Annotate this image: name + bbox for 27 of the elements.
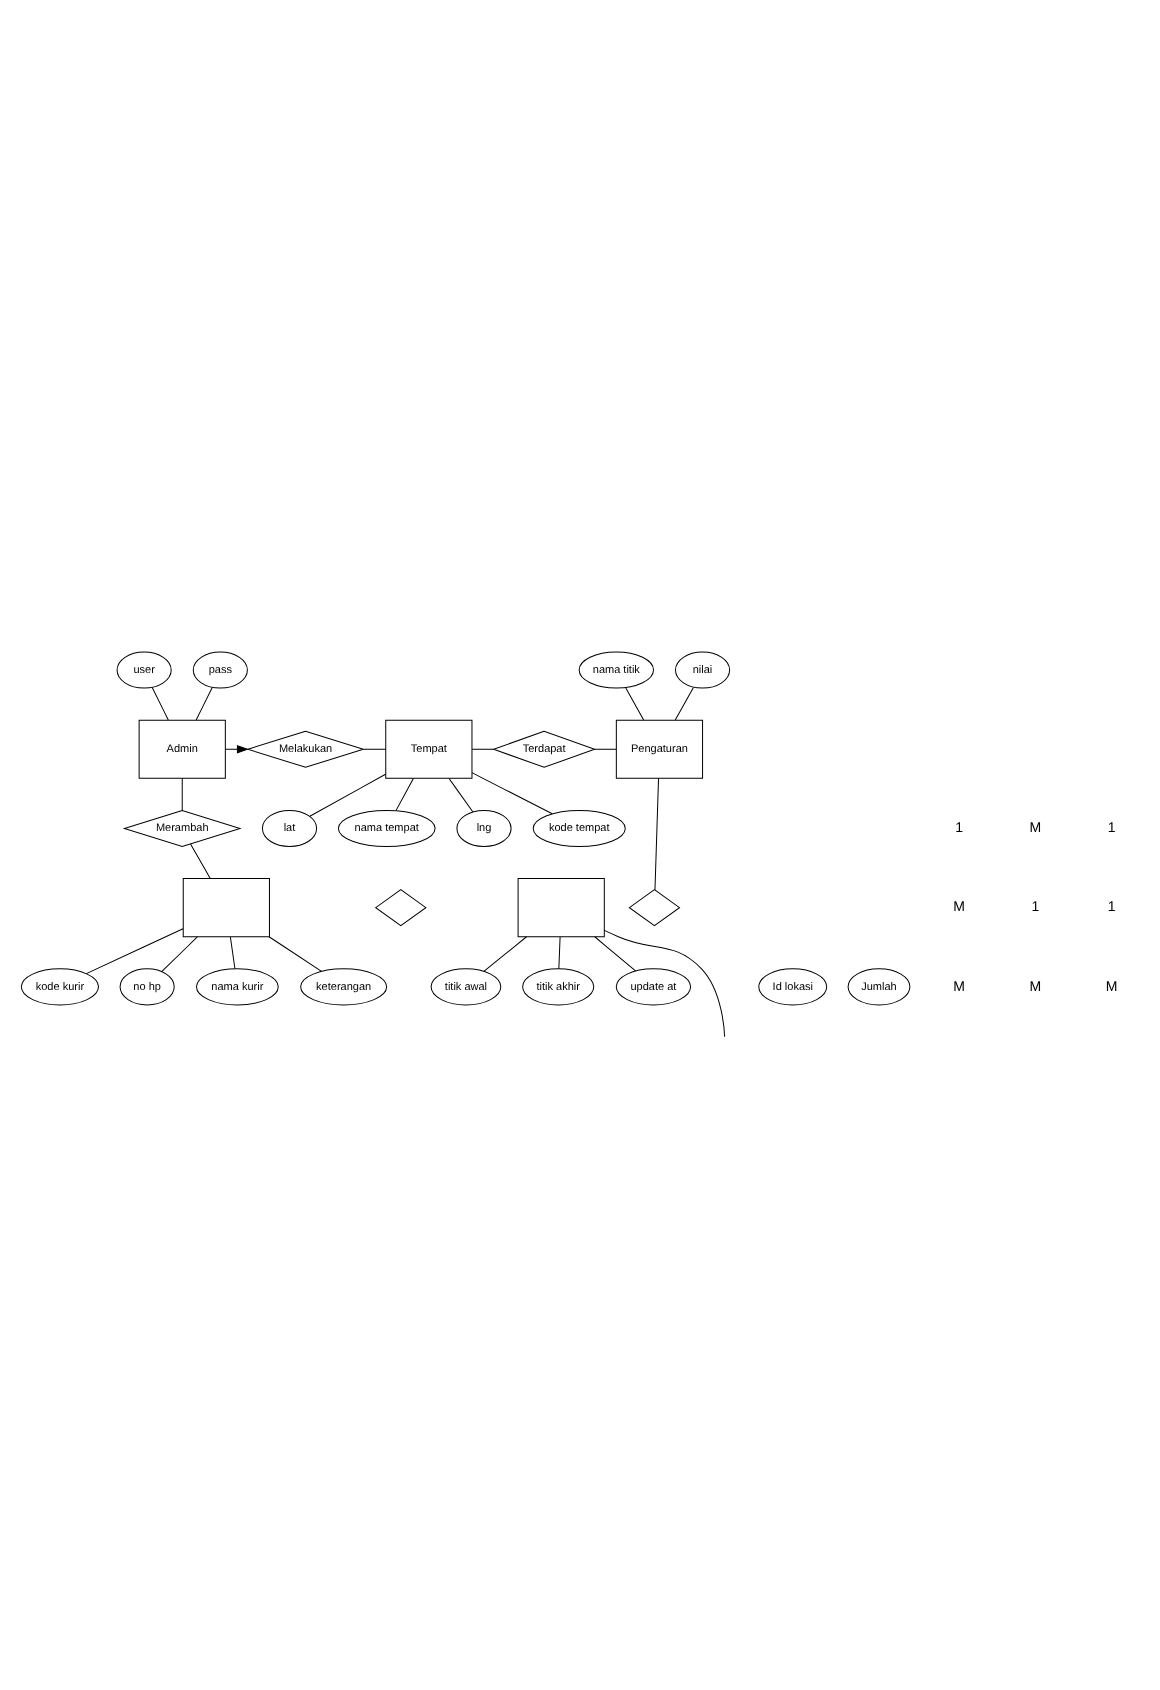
connector xyxy=(151,686,169,721)
connector xyxy=(483,936,528,972)
connector xyxy=(363,748,387,750)
connector xyxy=(594,936,637,972)
connector xyxy=(190,843,211,879)
node-box xyxy=(182,878,270,938)
arrow xyxy=(225,745,248,754)
connector xyxy=(471,748,495,750)
connector xyxy=(654,778,660,891)
connector xyxy=(268,936,323,972)
connector xyxy=(603,929,726,1038)
node-box xyxy=(517,878,605,938)
connector xyxy=(558,936,561,970)
node-diamond xyxy=(628,889,680,927)
connector xyxy=(195,686,213,721)
connector xyxy=(181,778,183,811)
connector xyxy=(448,778,474,813)
connector xyxy=(85,928,184,975)
connector xyxy=(471,772,553,815)
connector xyxy=(161,936,198,972)
connector xyxy=(594,748,617,750)
connector xyxy=(625,687,645,721)
connector xyxy=(674,686,694,721)
node-diamond xyxy=(375,889,427,927)
connector xyxy=(395,778,414,811)
connector xyxy=(229,936,236,970)
connector xyxy=(309,773,387,817)
